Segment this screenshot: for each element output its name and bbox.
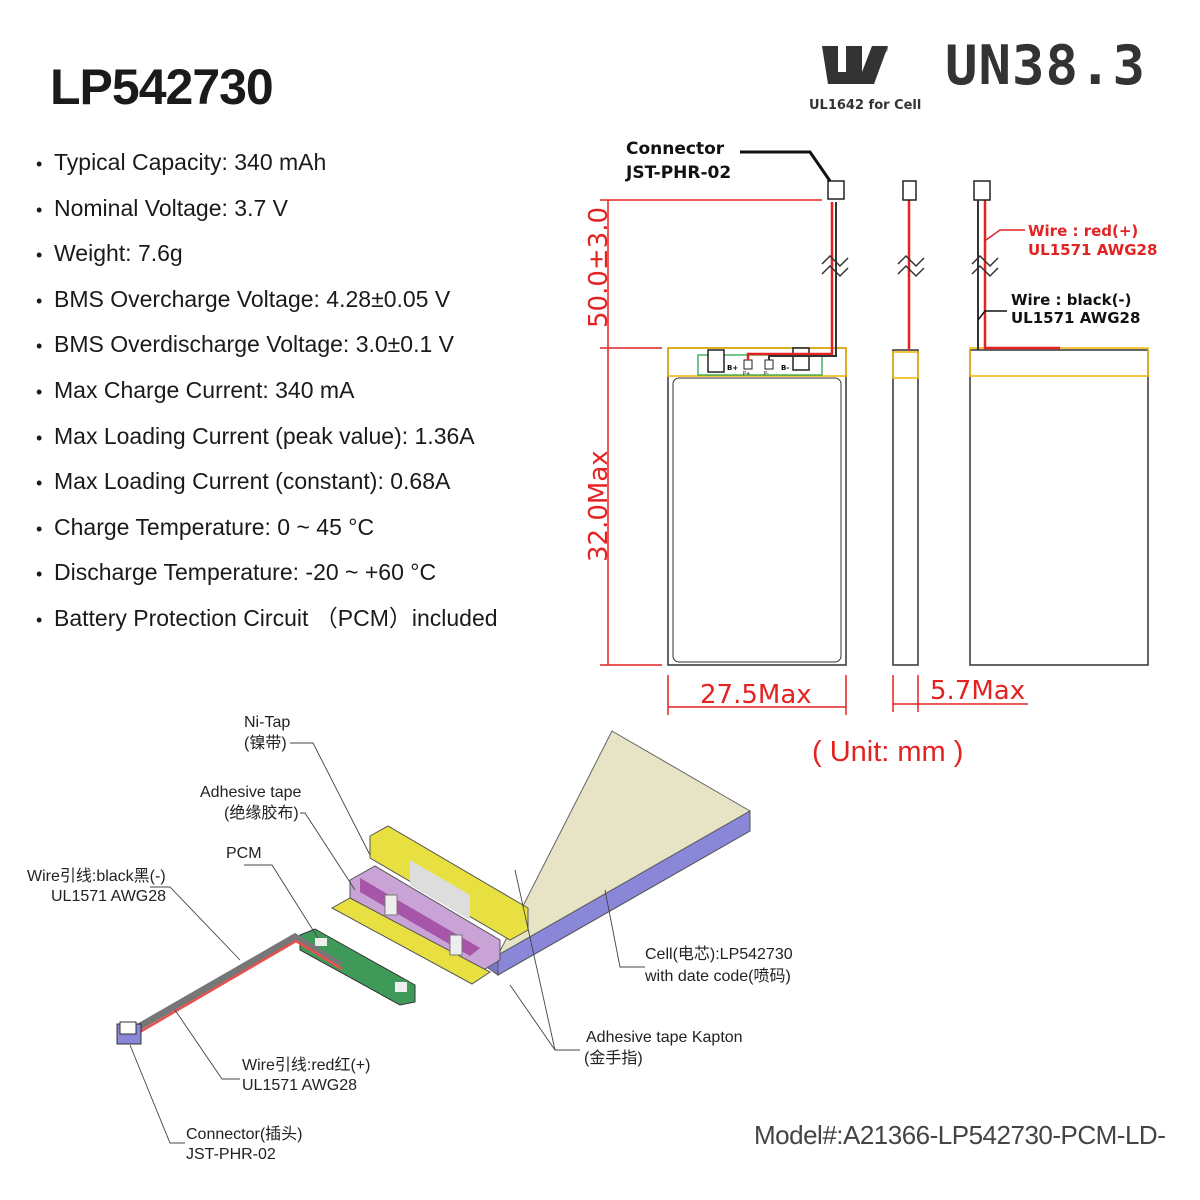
spec-item: BMS Overcharge Voltage: 4.28±0.05 V <box>36 281 498 327</box>
svg-text:®: ® <box>881 45 889 54</box>
wire-black-label: Wire : black(-) <box>1011 291 1132 309</box>
connector-model: JST-PHR-02 <box>625 163 731 183</box>
dim-cell-thickness: 5.7Max <box>930 676 1025 706</box>
spec-item: Max Loading Current (constant): 0.68A <box>36 463 498 509</box>
dim-cell-length: 32.0Max <box>584 450 614 562</box>
spec-list: Typical Capacity: 340 mAh Nominal Voltag… <box>36 144 498 646</box>
ni-tap-label-cn: (镍带) <box>244 734 287 752</box>
back-view <box>969 180 1149 666</box>
spec-item: Nominal Voltage: 3.7 V <box>36 190 498 236</box>
cell-label: Cell(电芯):LP542730 <box>645 945 793 963</box>
wire-red-label: Wire引线:red红(+) <box>242 1056 370 1074</box>
pcm-mark: B- <box>781 364 789 372</box>
connector-label: Connector(插头) <box>186 1125 302 1143</box>
exploded-view <box>116 730 751 1045</box>
side-view <box>892 180 925 666</box>
dim-wire-length: 50.0±3.0 <box>584 207 614 328</box>
pcm-label: PCM <box>226 845 262 862</box>
adhesive-label-cn: (绝缘胶布) <box>224 804 299 822</box>
model-number: Model#:A21366-LP542730-PCM-LD- <box>754 1120 1166 1150</box>
spec-item: Max Loading Current (peak value): 1.36A <box>36 418 498 464</box>
adhesive-label: Adhesive tape <box>200 784 302 801</box>
pcm-mark: P- <box>764 371 769 377</box>
spec-item: Discharge Temperature: -20 ~ +60 °C <box>36 554 498 600</box>
wire-red-label: Wire : red(+) <box>1028 222 1138 240</box>
spec-item: Typical Capacity: 340 mAh <box>36 144 498 190</box>
connector-model: JST-PHR-02 <box>186 1146 276 1163</box>
spec-item: Charge Temperature: 0 ~ 45 °C <box>36 509 498 555</box>
spec-item: Weight: 7.6g <box>36 235 498 281</box>
ul-caption: UL1642 for Cell <box>809 98 922 113</box>
pcm-mark: B+ <box>727 364 738 372</box>
wire-red-spec: UL1571 AWG28 <box>1028 241 1157 259</box>
kapton-label-cn: (金手指) <box>584 1049 643 1067</box>
connector-label: Connector <box>626 139 725 159</box>
leader-lines <box>129 742 645 1144</box>
pcm-mark: P+ <box>743 371 750 377</box>
wire-black-spec: UL1571 AWG28 <box>1011 309 1140 327</box>
spec-item: Battery Protection Circuit （PCM）included <box>36 600 498 646</box>
ni-tap-label: Ni-Tap <box>244 714 290 731</box>
unit-label: ( Unit: mm ) <box>812 736 964 768</box>
wire-black-label: Wire引线:black黑(-) <box>27 867 166 885</box>
wire-black-spec: UL1571 AWG28 <box>51 888 166 905</box>
page-title: LP542730 <box>50 59 274 115</box>
ul-logo: ® <box>822 45 889 84</box>
dim-cell-width: 27.5Max <box>700 680 812 710</box>
kapton-label: Adhesive tape Kapton <box>586 1029 743 1046</box>
un383-cert: UN38.3 <box>945 34 1147 97</box>
spec-item: BMS Overdischarge Voltage: 3.0±0.1 V <box>36 326 498 372</box>
dimension-lines <box>600 199 1028 715</box>
spec-item: Max Charge Current: 340 mA <box>36 372 498 418</box>
front-view: B+ P+ P- B- <box>667 150 849 666</box>
cell-date-label: with date code(喷码) <box>644 967 791 985</box>
wire-red-spec: UL1571 AWG28 <box>242 1077 357 1094</box>
